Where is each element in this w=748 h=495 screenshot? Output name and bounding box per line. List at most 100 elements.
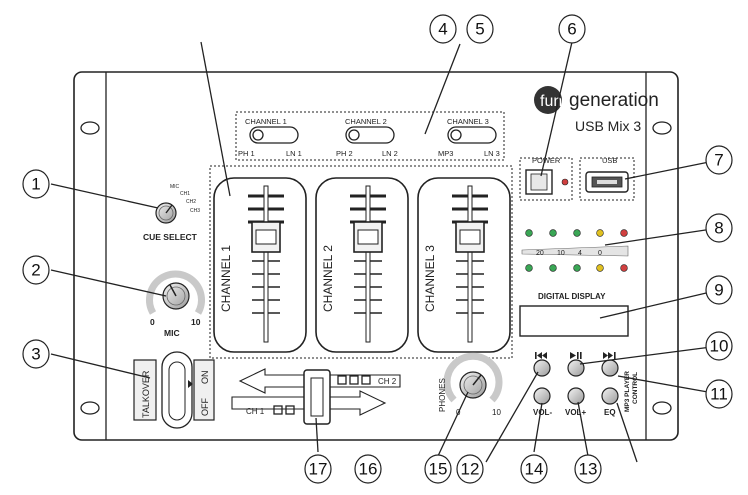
crossfader-ch2-label: CH 2 <box>378 377 397 386</box>
play-pause-button[interactable] <box>567 359 585 377</box>
crossfader-ch1-label: CH 1 <box>246 407 265 416</box>
crossfader-ch2-marker-b <box>349 375 359 385</box>
input-switch-group <box>235 111 505 161</box>
cue-pos-ch3: CH3 <box>190 208 200 214</box>
power-label: POWER <box>532 156 561 165</box>
brand-name: generation <box>569 90 659 111</box>
callout-12: 12 <box>456 454 484 484</box>
fader-channel-label: CHANNEL 3 <box>423 245 437 312</box>
phones-level-knob[interactable] <box>459 371 487 399</box>
meter-led-top <box>596 229 604 237</box>
meter-led-top <box>573 229 581 237</box>
switch-left-label: MP3 <box>438 149 453 158</box>
channel-fader-2[interactable]: CHANNEL 2 <box>315 177 409 353</box>
meter-scale-label: 20 <box>536 250 544 257</box>
next-track-button[interactable] <box>601 359 619 377</box>
meter-led-bottom <box>620 264 628 272</box>
phones-label: PHONES <box>438 378 447 412</box>
volume-up-button[interactable] <box>567 387 585 405</box>
talkover-switch[interactable]: TALKOVER OFF ON <box>133 351 215 429</box>
meter-scale-bar <box>521 245 629 257</box>
callout-number: 2 <box>31 261 40 280</box>
brand-model: USB Mix 3 <box>575 118 641 134</box>
phones-level-arc <box>443 352 503 403</box>
power-indicator-led <box>561 178 569 186</box>
fader-channel-label: CHANNEL 1 <box>219 245 233 312</box>
rack-hole-bottom-right <box>652 401 672 415</box>
crossfader[interactable] <box>231 368 401 425</box>
prev-track-icon <box>535 352 547 359</box>
callout-number: 4 <box>438 20 447 39</box>
cue-pos-ch2: CH2 <box>186 199 196 205</box>
callout-number: 17 <box>309 460 328 479</box>
input-switch-ch2[interactable]: CHANNEL 2 PH 2 LN 2 <box>336 117 398 158</box>
crossfader-ch2-marker-a <box>337 375 347 385</box>
next-track-icon <box>603 352 616 359</box>
usb-label: USB <box>602 156 617 165</box>
switch-right-label: LN 3 <box>484 149 500 158</box>
switch-right-label: LN 2 <box>382 149 398 158</box>
callout-number: 13 <box>579 460 598 479</box>
channel-fader-3[interactable]: CHANNEL 3 <box>417 177 511 353</box>
switch-left-label: PH 1 <box>238 149 255 158</box>
input-switch-ch3[interactable]: CHANNEL 3 MP3 LN 3 <box>438 117 500 158</box>
meter-scale-label: 4 <box>578 250 582 257</box>
switch-title: CHANNEL 2 <box>345 117 387 126</box>
cue-pos-mic: MIC <box>170 184 180 190</box>
phones-max-label: 10 <box>492 408 501 417</box>
callout-1: 1 <box>22 169 50 199</box>
mic-max-label: 10 <box>191 317 201 327</box>
callout-number: 5 <box>475 20 484 39</box>
meter-led-top <box>525 229 533 237</box>
crossfader-ch1-marker-b <box>285 405 295 415</box>
switch-title: CHANNEL 3 <box>447 117 489 126</box>
mic-label: MIC <box>164 328 180 338</box>
crossfader-ch1-marker-a <box>273 405 283 415</box>
callout-5: 5 <box>466 14 494 44</box>
callout-number: 12 <box>461 460 480 479</box>
callout-number: 6 <box>567 20 576 39</box>
callout-3: 3 <box>22 339 50 369</box>
callout-number: 11 <box>710 385 728 404</box>
talkover-on-label: ON <box>200 371 210 385</box>
eq-label: EQ <box>604 408 616 417</box>
callout-leaders <box>50 41 720 463</box>
digital-display-screen <box>519 305 629 337</box>
meter-scale-label: 0 <box>598 250 602 257</box>
mic-level-knob[interactable] <box>162 282 190 310</box>
callout-17: 17 <box>304 454 332 484</box>
volume-down-button[interactable] <box>533 387 551 405</box>
usb-port[interactable] <box>585 171 629 193</box>
rack-hole-top-right <box>652 121 672 135</box>
power-group <box>519 157 573 201</box>
eq-button[interactable] <box>601 387 619 405</box>
callout-6: 6 <box>558 14 586 44</box>
input-switch-ch1[interactable]: CHANNEL 1 PH 1 LN 1 <box>238 117 302 158</box>
fader-channel-label: CHANNEL 2 <box>321 245 335 312</box>
cue-select-label: CUE SELECT <box>143 232 198 242</box>
cue-select-knob[interactable] <box>155 202 177 224</box>
callout-number: 14 <box>525 460 544 479</box>
volume-up-label: VOL+ <box>565 408 586 417</box>
meter-led-top <box>549 229 557 237</box>
channel-fader-1[interactable]: CHANNEL 1 <box>213 177 307 353</box>
fader-group <box>209 165 513 359</box>
callout-11: 11 <box>705 379 733 409</box>
mic-min-label: 0 <box>150 317 155 327</box>
rack-hole-top-left <box>80 121 100 135</box>
brand-prefix: fun <box>540 93 562 110</box>
power-switch[interactable] <box>525 169 553 195</box>
callout-number: 9 <box>714 281 723 300</box>
player-control-label-line2: CONTROL <box>632 372 639 404</box>
callout-8: 8 <box>705 213 733 243</box>
callout-2: 2 <box>22 255 50 285</box>
callout-number: 8 <box>714 219 723 238</box>
callout-4: 4 <box>429 14 457 44</box>
crossfader-ch2-marker-c <box>361 375 371 385</box>
play-pause-icon <box>570 352 582 359</box>
meter-led-bottom <box>573 264 581 272</box>
callout-number: 10 <box>710 337 729 356</box>
